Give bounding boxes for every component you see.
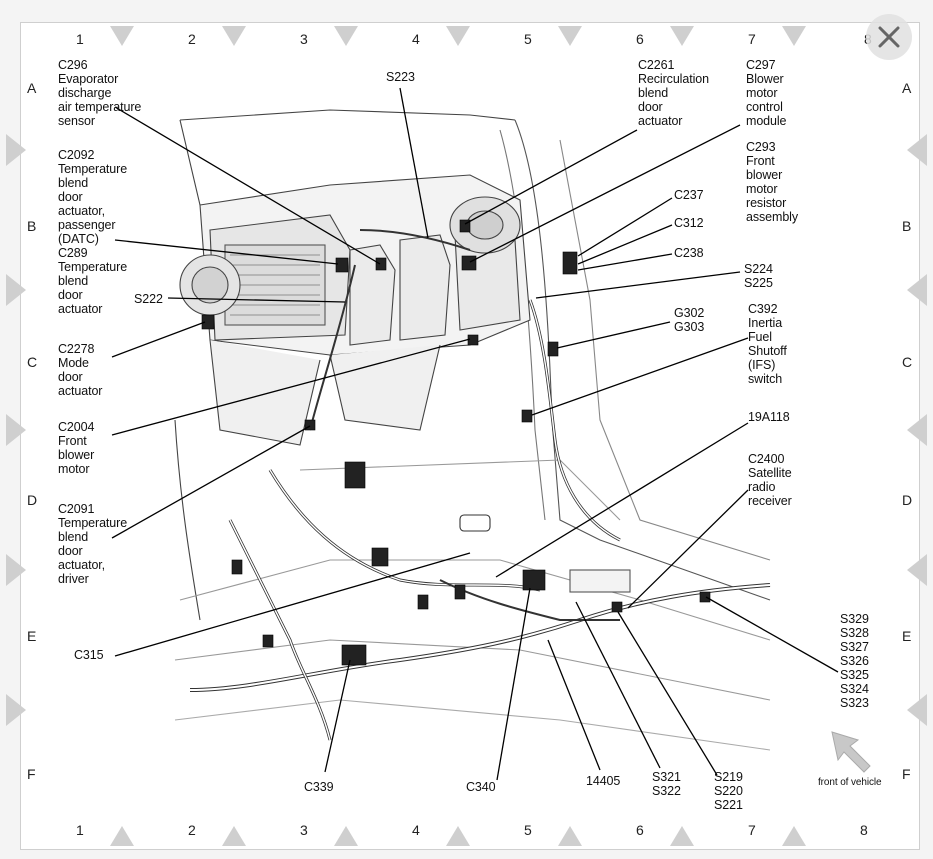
label-c340: C340 bbox=[466, 780, 496, 794]
label-g302-g303: G302 G303 bbox=[674, 306, 705, 334]
column-label: 4 bbox=[412, 822, 420, 838]
row-label: F bbox=[27, 766, 36, 782]
column-label: 2 bbox=[188, 31, 196, 47]
row-label: C bbox=[27, 354, 38, 370]
vehicle-illustration bbox=[170, 90, 771, 760]
row-label: D bbox=[27, 492, 38, 508]
label-c315: C315 bbox=[74, 648, 104, 662]
row-label: E bbox=[27, 628, 37, 644]
row-label: E bbox=[902, 628, 912, 644]
label-s323-s329: S329 S328 S327 S326 S325 S324 S323 bbox=[840, 612, 869, 710]
column-label: 8 bbox=[860, 822, 868, 838]
label-s223: S223 bbox=[386, 70, 415, 84]
leader-lines bbox=[111, 87, 839, 781]
label-c289: C289 Temperature blend door actuator bbox=[58, 246, 128, 316]
label-c2261: C2261 Recirculation blend door actuator bbox=[638, 58, 709, 128]
column-label: 3 bbox=[300, 31, 308, 47]
column-label: 1 bbox=[76, 31, 84, 47]
label-c237: C237 bbox=[674, 188, 704, 202]
label-c293: C293 Front blower motor resistor assembl… bbox=[746, 140, 798, 224]
label-14405: 14405 bbox=[586, 774, 621, 788]
close-button[interactable] bbox=[866, 14, 912, 60]
label-c238: C238 bbox=[674, 246, 704, 260]
column-label: 4 bbox=[412, 31, 420, 47]
label-c2004: C2004 Front blower motor bbox=[58, 420, 95, 476]
front-arrow-icon bbox=[831, 731, 871, 773]
row-label: D bbox=[902, 492, 913, 508]
column-label: 6 bbox=[636, 822, 644, 838]
label-c296: C296 Evaporator discharge air temperatur… bbox=[58, 58, 142, 128]
row-label: C bbox=[902, 354, 913, 370]
label-s224-s225: S224 S225 bbox=[744, 262, 773, 290]
label-c392: C392 Inertia Fuel Shutoff (IFS) switch bbox=[748, 302, 787, 386]
row-label: B bbox=[902, 218, 912, 234]
close-icon bbox=[878, 26, 900, 48]
column-label: 5 bbox=[524, 31, 532, 47]
border-markers bbox=[6, 26, 927, 846]
label-19a118: 19A118 bbox=[748, 410, 790, 424]
label-c2092: C2092 Temperature blend door actuator, p… bbox=[58, 148, 128, 246]
row-label: A bbox=[902, 80, 912, 96]
row-label: A bbox=[27, 80, 37, 96]
label-c339: C339 bbox=[304, 780, 334, 794]
label-c2278: C2278 Mode door actuator bbox=[58, 342, 103, 398]
label-s219-s221: S219 S220 S221 bbox=[714, 770, 743, 812]
label-c2091: C2091 Temperature blend door actuator, d… bbox=[58, 502, 128, 586]
column-label: 3 bbox=[300, 822, 308, 838]
label-c297: C297 Blower motor control module bbox=[746, 58, 787, 128]
row-label: B bbox=[27, 218, 37, 234]
label-c2400: C2400 Satellite radio receiver bbox=[748, 452, 792, 508]
label-s321-s322: S321 S322 bbox=[652, 770, 681, 798]
row-label: F bbox=[902, 766, 911, 782]
label-s222: S222 bbox=[134, 292, 163, 306]
column-label: 6 bbox=[636, 31, 644, 47]
label-front-of-vehicle: front of vehicle bbox=[818, 777, 882, 788]
column-label: 5 bbox=[524, 822, 532, 838]
column-label: 2 bbox=[188, 822, 196, 838]
column-label: 7 bbox=[748, 31, 756, 47]
column-label: 1 bbox=[76, 822, 84, 838]
column-label: 7 bbox=[748, 822, 756, 838]
label-c312: C312 bbox=[674, 216, 704, 230]
